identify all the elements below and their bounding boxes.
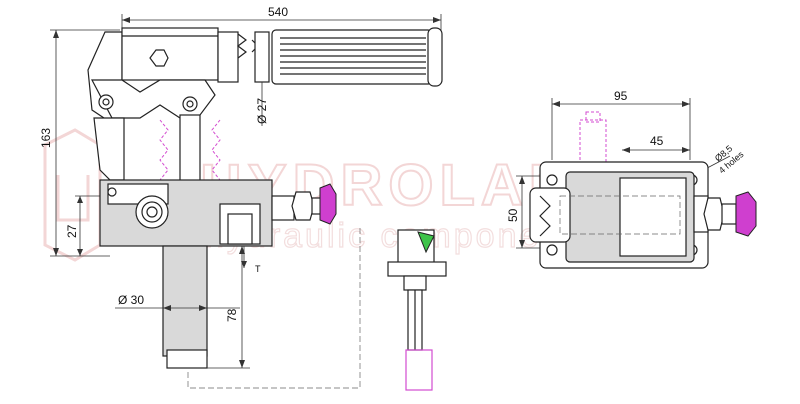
dim-end-width: 95 bbox=[614, 89, 628, 103]
pump-side-view: 540 163 27 Ø 27 bbox=[39, 5, 443, 389]
dim-hole-spacing: 45 bbox=[650, 134, 664, 148]
watermark-logo-icon bbox=[43, 128, 102, 262]
dim-tank-diameter: Ø 30 bbox=[118, 293, 144, 307]
dim-height: 163 bbox=[39, 128, 53, 148]
handle-grip bbox=[271, 27, 443, 87]
pump-end-view: 95 45 50 Ø8,5 4 holes bbox=[506, 89, 757, 269]
dim-end-height: 50 bbox=[506, 208, 520, 222]
dim-tank-length: 78 bbox=[225, 308, 239, 322]
dim-handle-diameter: Ø 27 bbox=[255, 98, 269, 124]
dim-overall-length: 540 bbox=[268, 5, 288, 19]
dim-base-offset: 27 bbox=[65, 224, 79, 238]
port-label-t: T bbox=[255, 264, 261, 274]
section-detail bbox=[387, 229, 447, 391]
